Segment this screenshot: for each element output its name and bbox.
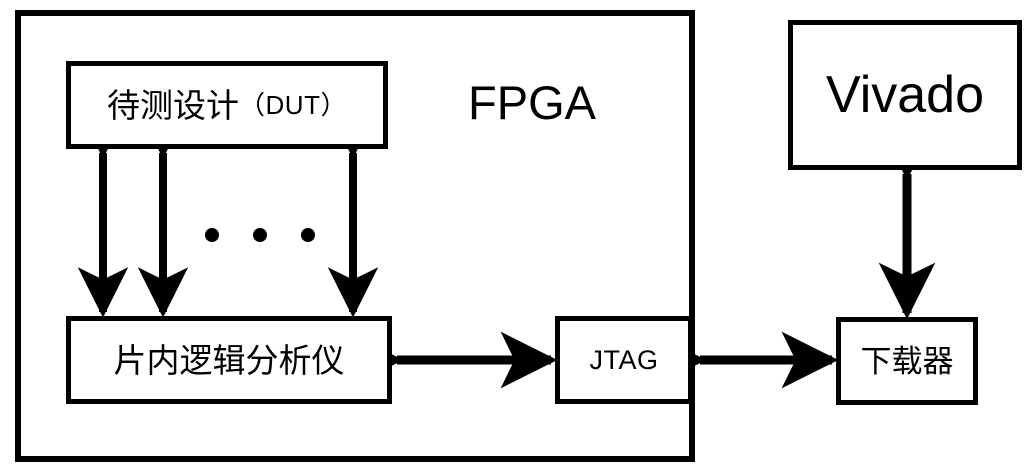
fpga-label: FPGA [468, 75, 596, 129]
block-vivado: Vivado [788, 20, 1022, 170]
block-dut-label-cjk: 待测设计 [107, 86, 240, 124]
block-integrated-logic-analyzer: 片内逻辑分析仪 [66, 316, 392, 404]
block-vivado-label: Vivado [825, 66, 985, 124]
dot-3 [301, 228, 315, 242]
ellipsis-dots [205, 225, 315, 245]
dot-2 [253, 228, 267, 242]
block-dut-label-latin: （DUT） [239, 90, 347, 120]
dot-1 [205, 228, 219, 242]
block-dut: 待测设计（DUT） [66, 61, 388, 149]
block-downloader-label: 下载器 [860, 343, 954, 379]
block-downloader: 下载器 [836, 317, 978, 405]
block-jtag-label: JTAG [589, 344, 659, 375]
block-jtag: JTAG [555, 316, 693, 404]
block-ila-label: 片内逻辑分析仪 [113, 341, 345, 379]
